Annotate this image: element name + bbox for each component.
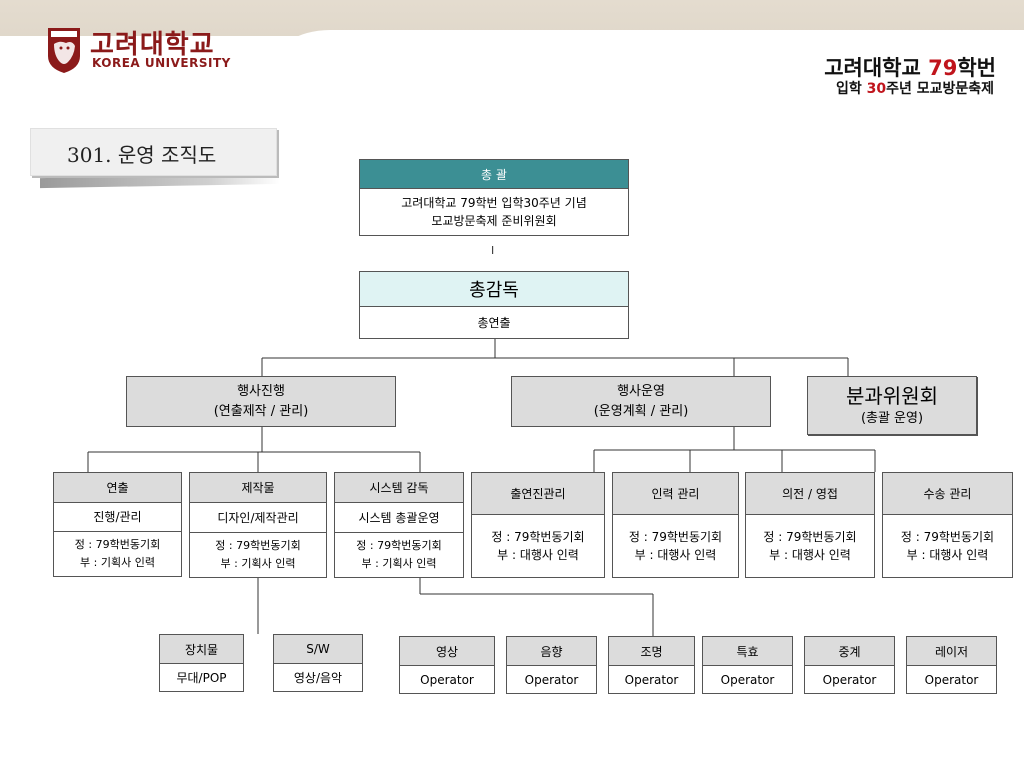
org-node-top: 총 괄 고려대학교 79학번 입학30주년 기념 모교방문축제 준비위원회: [359, 159, 629, 236]
org-node-top-header: 총 괄: [360, 160, 628, 189]
logo-english-text: KOREA UNIVERSITY: [92, 56, 231, 70]
org-node-committee: 분과위원회 (총괄 운영): [807, 376, 977, 435]
org-node-top-line2: 모교방문축제 준비위원회: [431, 214, 557, 228]
page-title-box: 301. 운영 조직도: [30, 128, 277, 176]
org-node-direction: 연출 진행/관리 정 : 79학번동기회 부 : 기획사 인력: [53, 472, 182, 577]
header-white: [0, 36, 1024, 116]
top-connector-mark: I: [491, 244, 495, 257]
org-node-director-body: 총연출: [477, 315, 511, 330]
org-node-laser: 레이저 Operator: [906, 636, 997, 694]
org-node-system-director: 시스템 감독 시스템 총괄운영 정 : 79학번동기회 부 : 기획사 인력: [334, 472, 464, 578]
org-node-broadcast: 중계 Operator: [804, 636, 895, 694]
org-node-top-line1: 고려대학교 79학번 입학30주년 기념: [401, 196, 587, 210]
page-title: 301. 운영 조직도: [67, 143, 217, 167]
org-node-software: S/W 영상/음악: [273, 634, 363, 692]
org-node-production: 제작물 디자인/제작관리 정 : 79학번동기회 부 : 기획사 인력: [189, 472, 327, 578]
org-node-audio: 음향 Operator: [506, 636, 597, 694]
org-node-director: 총감독 총연출: [359, 271, 629, 339]
event-brand-line2: 입학 30주년 모교방문축제: [835, 81, 994, 97]
org-node-lighting: 조명 Operator: [608, 636, 695, 694]
org-node-video: 영상 Operator: [399, 636, 495, 694]
org-node-special-effects: 특효 Operator: [702, 636, 793, 694]
org-node-director-header: 총감독: [360, 272, 628, 307]
org-node-transport: 수송 관리 정 : 79학번동기회 부 : 대행사 인력: [882, 472, 1013, 578]
org-node-event-operation: 행사운영 (운영계획 / 관리): [511, 376, 771, 427]
logo-korean-text: 고려대학교: [90, 30, 215, 60]
org-node-equipment: 장치물 무대/POP: [159, 634, 244, 692]
event-brand-line1: 고려대학교 79학번: [824, 56, 996, 80]
org-node-staff-management: 인력 관리 정 : 79학번동기회 부 : 대행사 인력: [612, 472, 739, 578]
university-crest-icon: [48, 28, 80, 73]
org-node-protocol: 의전 / 영접 정 : 79학번동기회 부 : 대행사 인력: [745, 472, 875, 578]
org-node-top-body: 고려대학교 79학번 입학30주년 기념 모교방문축제 준비위원회: [360, 189, 628, 235]
org-node-event-progress: 행사진행 (연출제작 / 관리): [126, 376, 396, 427]
org-node-cast-management: 출연진관리 정 : 79학번동기회 부 : 대행사 인력: [471, 472, 605, 578]
